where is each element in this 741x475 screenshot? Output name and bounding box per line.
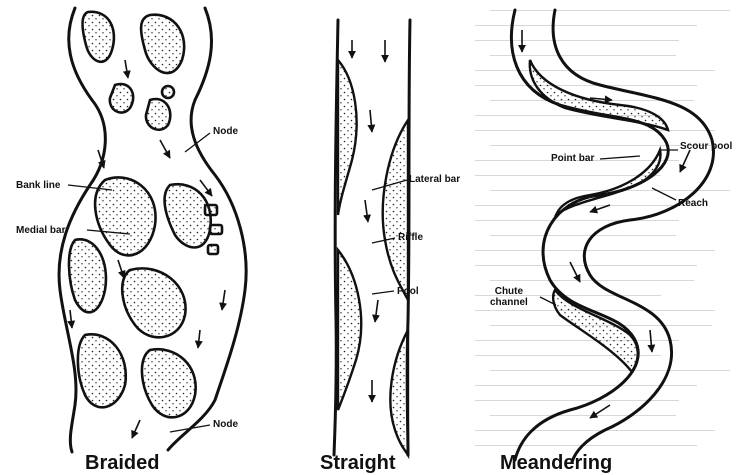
braided-bar-10 [142,349,196,417]
leader-node-bottom [170,425,210,432]
braided-bars [69,12,222,417]
straight-bar-2 [383,120,408,300]
label-scour-pool: Scour pool [680,141,732,152]
braided-bar-7 [69,239,106,312]
braided-small-island-1 [205,205,217,215]
braided-bar-4 [146,99,170,130]
braided-small-island-4 [162,86,174,98]
braided-bar-3 [110,84,133,113]
straight-bar-3 [338,250,361,410]
leader-reach [652,188,676,200]
label-node-top: Node [213,126,238,137]
label-point-bar: Point bar [551,153,594,164]
braided-small-island-3 [208,245,218,254]
braided-bar-9 [78,334,126,407]
label-bank-line: Bank line [16,180,60,191]
straight-bar-4 [390,330,408,455]
label-reach: Reach [678,198,708,209]
label-medial-bar: Medial bar [16,225,65,236]
label-chute-channel: Chute channel [490,286,528,308]
meander-point-bar-3 [553,290,638,372]
braided-small-island-2 [210,225,222,234]
braided-bar-6 [165,184,211,247]
label-pool: Pool [397,286,419,297]
braided-bar-2 [141,15,184,73]
leader-pool [372,291,394,294]
label-lateral-bar: Lateral bar [409,174,460,185]
title-braided: Braided [85,452,159,474]
label-node-bottom: Node [213,419,238,430]
title-meandering: Meandering [500,452,612,474]
straight-bar-1 [338,60,357,215]
meander-outer-bank-right [553,10,713,462]
straight-bars [338,60,408,455]
braided-bar-1 [83,12,114,62]
braided-bar-8 [122,268,185,337]
label-riffle: Riffle [398,232,423,243]
leader-point-bar [600,156,640,159]
title-straight: Straight [320,452,396,474]
